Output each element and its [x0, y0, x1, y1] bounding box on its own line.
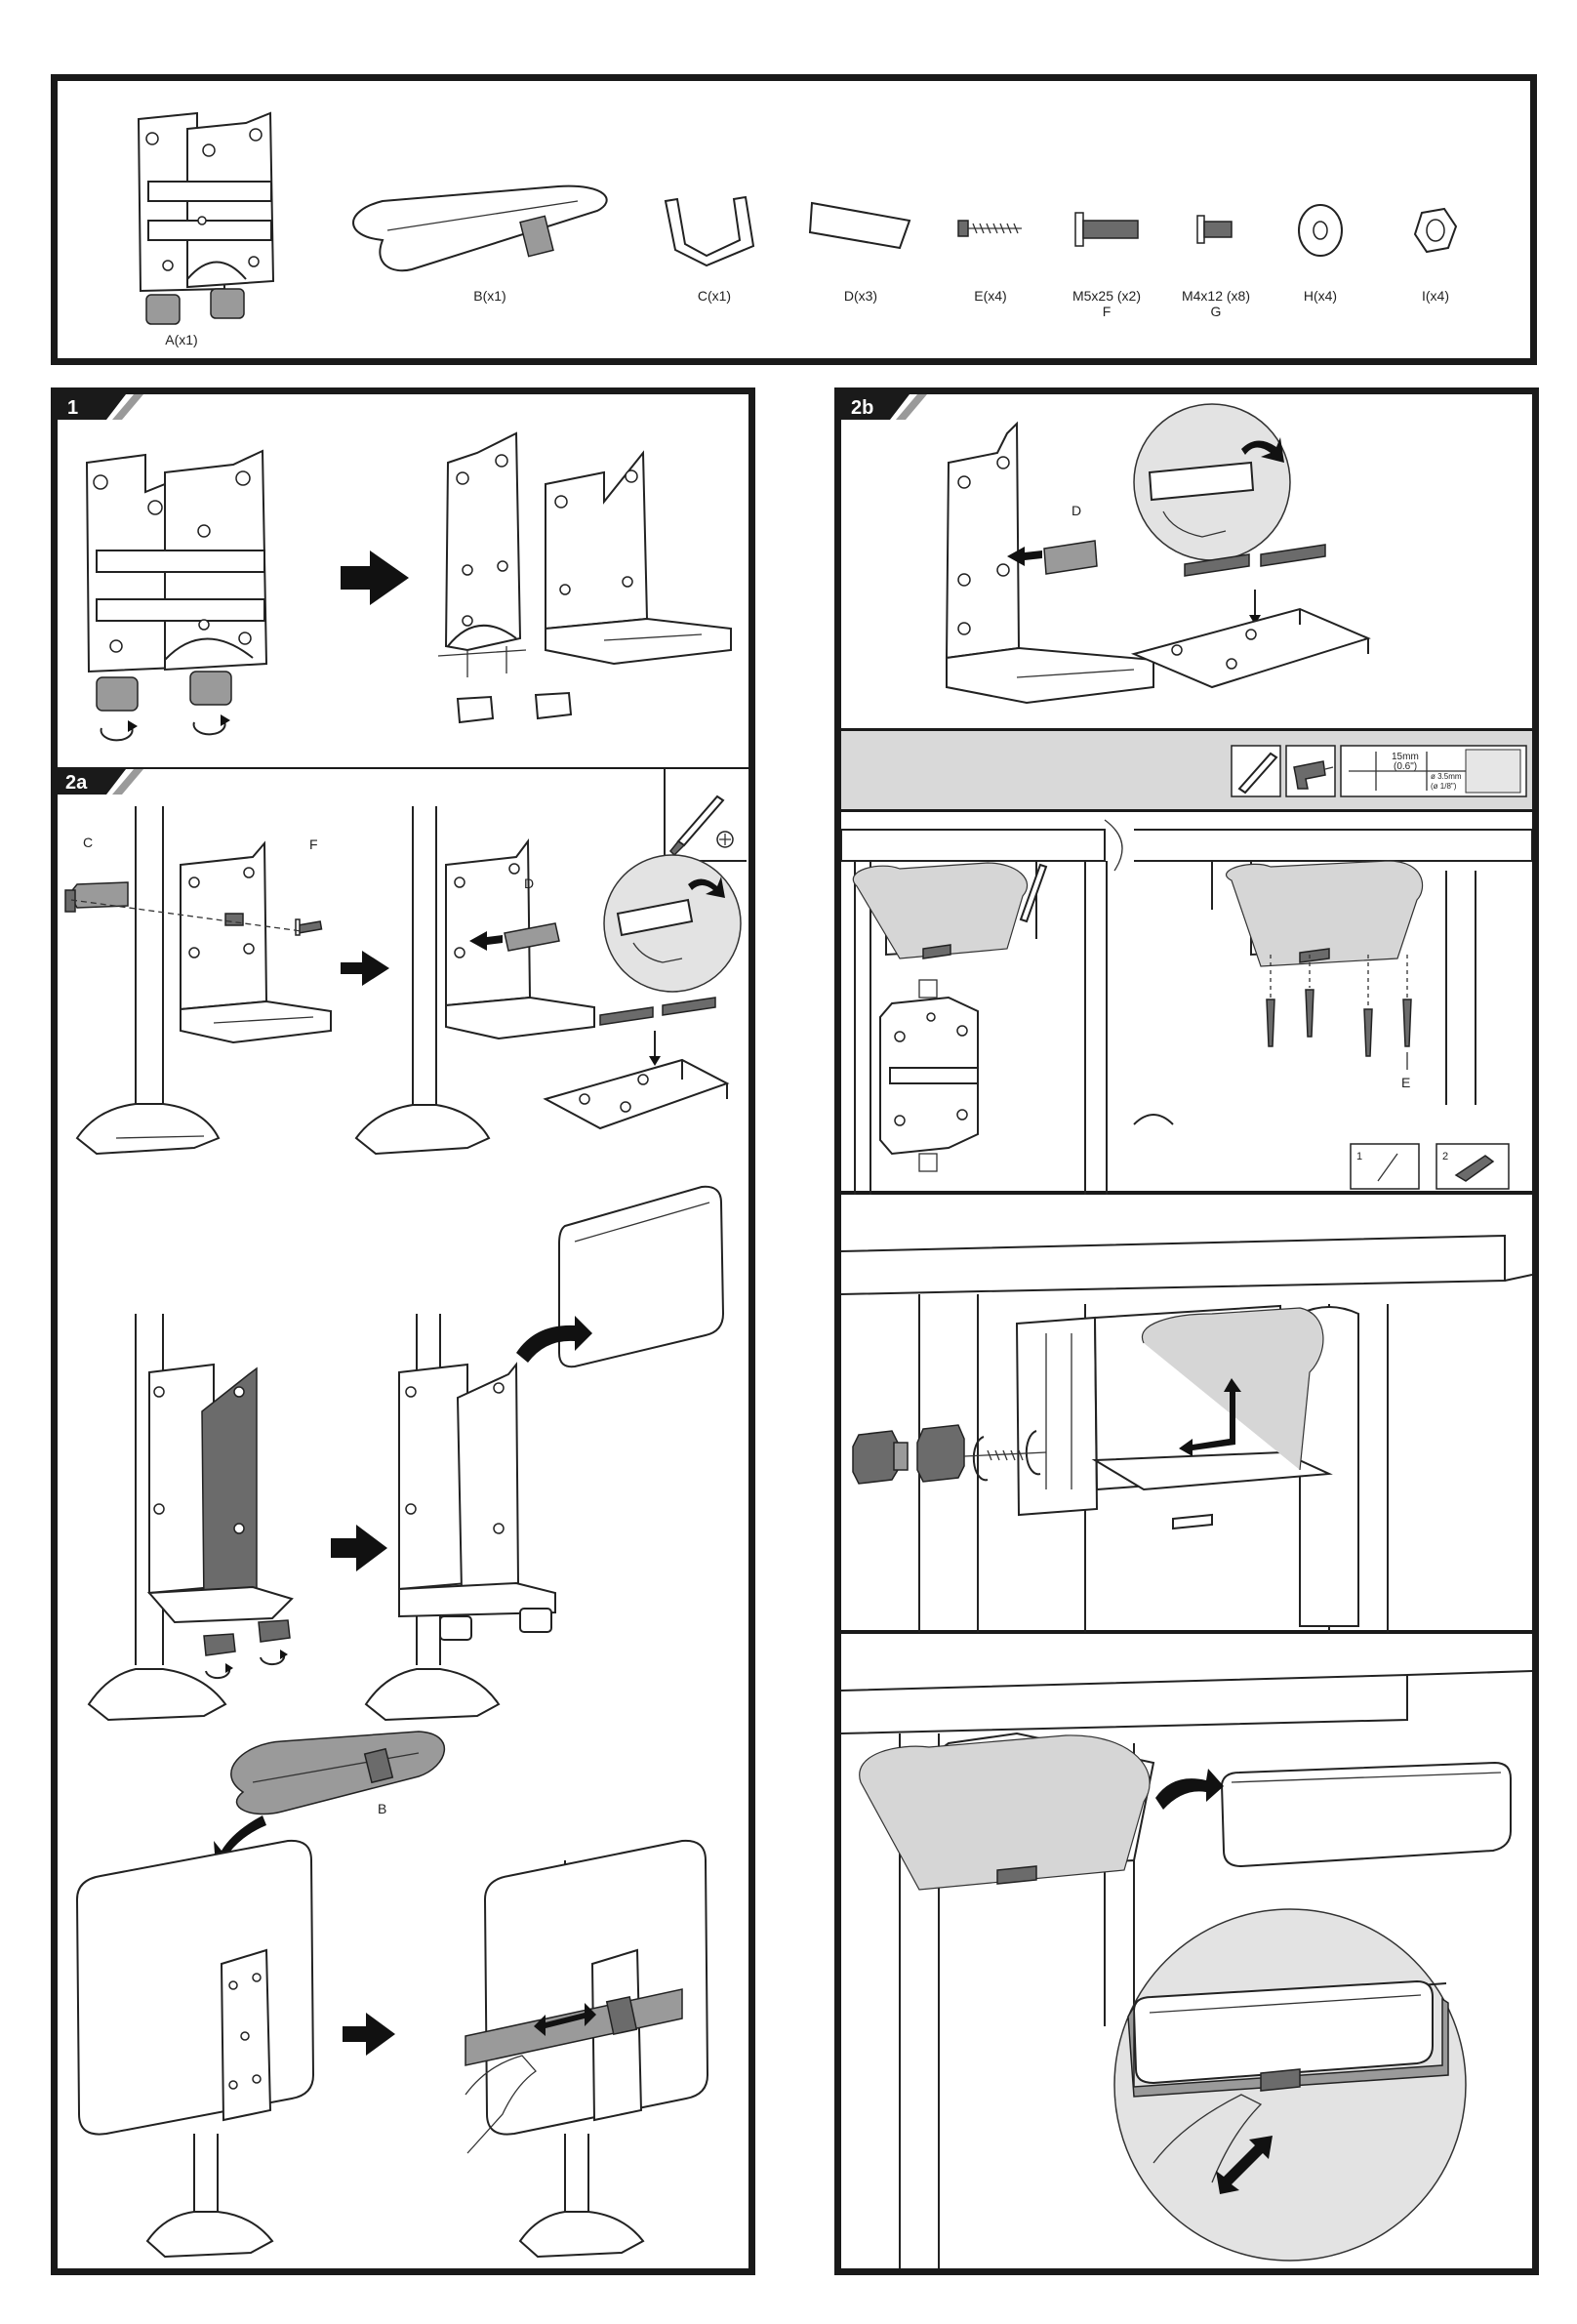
tools-bar-drawing: 15mm (0.6") ø 3.5mm (ø 1/8") [841, 728, 1532, 812]
part-c-label: C(x1) [698, 288, 731, 304]
bracket-with-strap-icon [860, 1733, 1153, 1890]
peel-backing-2b-icon [1134, 404, 1290, 560]
callout-d-2a: D [524, 876, 534, 891]
callout-d-2b: D [1072, 503, 1081, 518]
bracket-detail-marking-icon [880, 980, 978, 1171]
part-a-bracket-icon [139, 113, 273, 324]
part-i-nut-icon [1415, 209, 1456, 252]
knob-pair-3-icon [204, 1620, 290, 1678]
bracket-on-pole-4-icon [399, 1365, 555, 1640]
strap-b-icon [214, 1732, 444, 1866]
desk-mount-screws-drawing: E 1 2 [841, 812, 1532, 1195]
part-f-label: M5x25 (x2) [1072, 288, 1141, 304]
step-1-knob-right-icon [536, 693, 571, 718]
part-e-screw-icon [958, 221, 1022, 236]
screw-f-icon [296, 919, 322, 935]
step-2a-arrow-2-icon [331, 1525, 387, 1571]
step-1-arrow-icon [341, 550, 409, 605]
wood-screws-e-icon [1267, 955, 1411, 1070]
step-1-knob-left-icon [458, 697, 493, 722]
step-2a-arrow-3-icon [343, 2013, 395, 2056]
part-f-bolt-icon [1075, 213, 1138, 246]
part-b-label: B(x1) [473, 288, 505, 304]
pc-strapped-right-icon [465, 1841, 708, 2257]
part-a-label: A(x1) [165, 332, 197, 347]
step-1-drawing: 1 [58, 394, 748, 765]
part-g-bolt-icon [1197, 216, 1232, 243]
peel-backing-2a-icon [604, 855, 741, 992]
part-g-label: M4x12 (x8) [1182, 288, 1250, 304]
step-2a-number: 2a [65, 772, 88, 794]
part-d-pad-icon [810, 203, 910, 248]
part-g-code: G [1211, 304, 1222, 319]
pc-closeup-circle [1114, 1909, 1466, 2261]
substep-1-number: 1 [1356, 1151, 1362, 1162]
step-1-bracket-rear-icon [546, 453, 731, 664]
substep-2-number: 2 [1442, 1151, 1448, 1162]
part-b-strap-icon [353, 186, 607, 271]
pad-d-2b-icon [1044, 541, 1097, 574]
step-2b-number: 2b [851, 397, 873, 419]
part-e-label: E(x4) [974, 288, 1006, 304]
bracket-on-pole-3-icon [149, 1365, 292, 1622]
callout-e: E [1401, 1075, 1410, 1090]
drill-depth-in: (0.6") [1394, 761, 1417, 772]
callout-b: B [378, 1801, 386, 1816]
pencil-tool-icon [1232, 746, 1280, 796]
part-c-clamp-icon [666, 197, 753, 265]
part-d-label: D(x3) [844, 288, 877, 304]
pc-on-stand-left-icon [77, 1841, 313, 2257]
clamp-c-icon [65, 882, 128, 912]
bracket-under-desk-mid-icon [1017, 1306, 1329, 1529]
mini-pc-under-desk-icon [1155, 1763, 1511, 1866]
drill-tool-icon [1286, 746, 1335, 796]
bracket-under-desk-right-icon [1227, 861, 1423, 966]
drill-dia-mm: ø 3.5mm [1431, 772, 1462, 781]
plate-with-pads-2b-icon [1134, 545, 1368, 687]
pc-under-desk-drawing [841, 1636, 1532, 2268]
step-1-number: 1 [67, 397, 78, 419]
part-h-label: H(x4) [1304, 288, 1337, 304]
part-i-label: I(x4) [1422, 288, 1449, 304]
parts-list-drawing: A(x1) B(x1) C(x1) D(x3) E(x4) M5x25 (x2)… [51, 74, 1537, 365]
step-2a-arrow-1-icon [341, 951, 389, 986]
step-1-bracket-assembled-icon [87, 451, 266, 740]
screwdriver-tool-box [665, 769, 747, 861]
step-2a-drawing: 2a C F D [58, 767, 748, 2268]
callout-f: F [309, 836, 318, 852]
step-1-bracket-front-icon [438, 433, 526, 677]
callout-c: C [83, 835, 93, 850]
bracket-under-desk-left-icon [853, 863, 1046, 958]
step-2b-drawing: 2b D [841, 394, 1532, 726]
bracket-on-pole-1-icon [181, 843, 331, 1042]
desk-mount-knobs-drawing [841, 1197, 1532, 1634]
mini-pc-box-icon [516, 1187, 723, 1366]
part-h-washer-icon [1299, 205, 1342, 256]
part-f-code: F [1103, 304, 1112, 319]
drill-dia-in: (ø 1/8") [1431, 782, 1457, 791]
